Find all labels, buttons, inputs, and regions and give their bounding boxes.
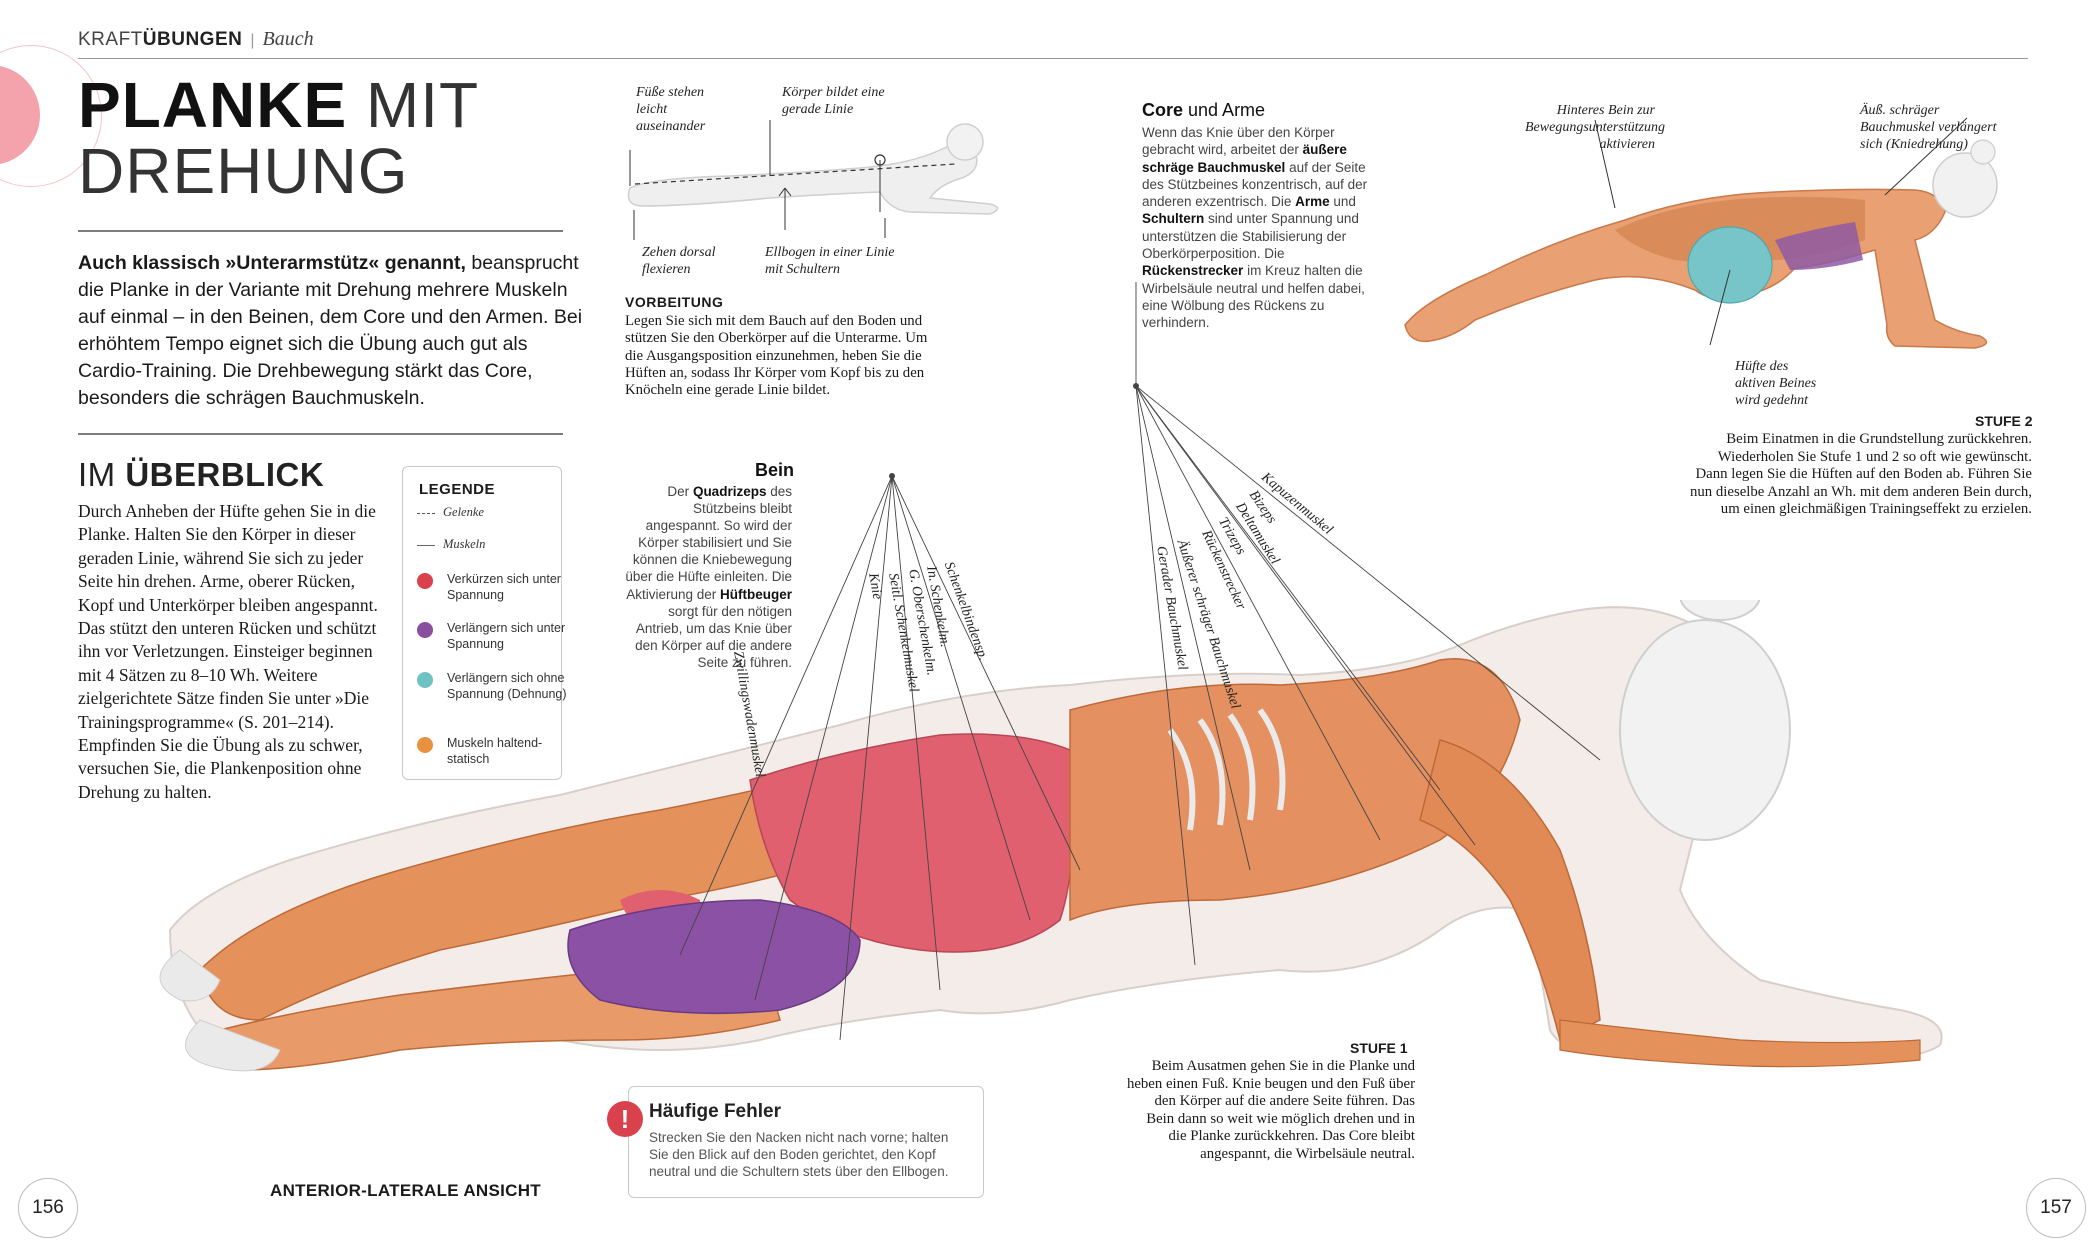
annotation-elbows: Ellbogen in einer Linie mit Schultern xyxy=(765,245,895,277)
common-errors-box: ! Häufige Fehler Strecken Sie den Nacken… xyxy=(607,1086,984,1198)
title-light: MIT xyxy=(347,69,480,141)
header-section: Bauch xyxy=(262,28,314,50)
leg-title: Bein xyxy=(755,460,795,480)
legend-box: LEGENDE Gelenke Muskeln Verkürzen sich u… xyxy=(402,466,567,780)
core-title: Core und Arme xyxy=(1142,100,1266,120)
legend-swatch xyxy=(417,573,433,589)
overview-title: IM ÜBERBLICK xyxy=(78,456,325,493)
page-number-right: 157 xyxy=(2026,1178,2086,1238)
preparation-figure xyxy=(627,120,999,240)
annotation-rear-leg: Hinteres Bein zur Bewegungsunterstützung… xyxy=(1525,103,1665,152)
page-title: PLANKE MIT DREHUNG xyxy=(78,72,598,204)
annotation-toes: Zehen dorsal flexieren xyxy=(642,245,716,277)
intro-paragraph: Auch klassisch »Unterarmstütz« genannt, … xyxy=(78,252,583,409)
legend-swatch xyxy=(417,622,433,638)
stage1-title: STUFE 1 xyxy=(1350,1040,1408,1056)
core-text: Wenn das Knie über den Körper gebracht w… xyxy=(1142,125,1368,331)
annotation-feet: Füße stehen leicht auseinander xyxy=(636,85,706,134)
stage2-figure xyxy=(1404,117,1998,349)
title-line2: DREHUNG xyxy=(78,135,409,207)
legend-swatch xyxy=(417,672,433,688)
errors-title: Häufige Fehler xyxy=(649,1101,781,1122)
preparation-text: Legen Sie sich mit dem Bauch auf den Bod… xyxy=(625,313,928,399)
label-knee: Knie xyxy=(865,572,885,601)
main-anatomy-figure xyxy=(159,600,1943,1072)
legend-swatch xyxy=(417,737,433,753)
legend-title: LEGENDE xyxy=(419,481,496,498)
stage2-text: Beim Einatmen in die Grundstellung zurüc… xyxy=(1690,431,2033,517)
title-bold: PLANKE xyxy=(78,69,348,141)
divider xyxy=(78,230,563,232)
header-separator: | xyxy=(250,32,255,49)
annotation-body-line: Körper bildet eine gerade Linie xyxy=(782,85,885,117)
overview-text: Durch Anheben der Hüfte gehen Sie in die… xyxy=(78,501,378,802)
preparation-title: VORBEITUNG xyxy=(625,294,724,310)
errors-text: Strecken Sie den Nacken nicht nach vorne… xyxy=(649,1130,949,1179)
legend-joints: Gelenke xyxy=(417,505,484,520)
stage1-text: Beim Ausatmen gehen Sie in die Planke un… xyxy=(1126,1058,1415,1162)
divider xyxy=(78,433,563,435)
view-label: ANTERIOR-LATERALE ANSICHT xyxy=(270,1181,541,1200)
legend-muscles: Muskeln xyxy=(417,537,485,552)
stage2-title: STUFE 2 xyxy=(1975,413,2033,429)
annotation-hip: Hüfte des aktiven Beines wird gedehnt xyxy=(1735,359,1817,408)
header-category: KRAFTÜBUNGEN xyxy=(78,29,243,50)
annotation-oblique: Äuß. schräger Bauchmuskel verlängert sic… xyxy=(1860,103,1997,152)
page-number-left: 156 xyxy=(18,1178,78,1238)
warning-icon: ! xyxy=(607,1101,643,1137)
running-header: KRAFTÜBUNGEN | Bauch xyxy=(78,28,2028,59)
